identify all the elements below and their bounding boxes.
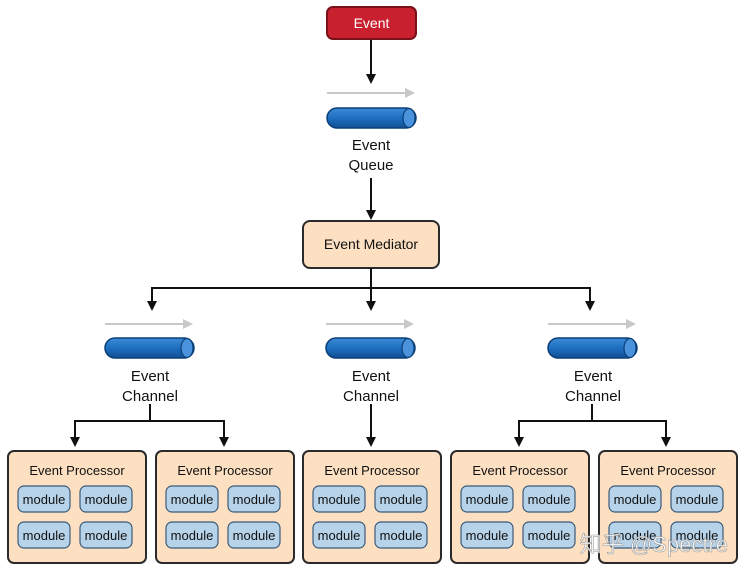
event-queue: Event Queue [326,88,417,174]
module: module [312,485,366,513]
event-processor: Event Processor module module module module [598,450,738,564]
module: module [17,485,71,513]
module-label: module [318,492,361,507]
event-node: Event [326,6,417,40]
module: module [79,485,133,513]
module: module [608,485,662,513]
module-label: module [171,492,214,507]
channel-to-processor-arrows [70,404,671,447]
channel-label-line2: Channel [122,388,178,405]
module-label: module [85,528,128,543]
module: module [227,485,281,513]
module: module [165,485,219,513]
module-label: module [233,528,276,543]
queue-label-line1: Event [352,137,391,154]
module-label: module [23,492,66,507]
channel-label-line2: Channel [343,388,399,405]
module: module [522,485,576,513]
channel-label-line2: Channel [565,388,621,405]
event-processor: Event Processor module module module module [302,450,442,564]
module-label: module [171,528,214,543]
module: module [374,521,428,549]
module: module [608,521,662,549]
module-label: module [85,492,128,507]
module: module [522,521,576,549]
channel-pipe [325,337,416,359]
module: module [670,521,724,549]
channel-label-line1: Event [574,368,613,385]
watermark-text: 知乎 @Spectre [580,532,728,557]
module-label: module [528,492,571,507]
channel-label-line1: Event [131,368,170,385]
module-label: module [614,528,657,543]
module-label: module [380,492,423,507]
event-processor: Event Processor module module module module [155,450,295,564]
module-label: module [466,492,509,507]
channel-pipe [104,337,195,359]
module: module [79,521,133,549]
module: module [312,521,366,549]
module-label: module [676,528,719,543]
module-label: module [380,528,423,543]
processor-title: Event Processor [324,463,420,478]
event-processor: Event Processor module module module module [450,450,590,564]
queue-label-line2: Queue [348,157,393,174]
module-label: module [676,492,719,507]
module: module [374,485,428,513]
module: module [460,521,514,549]
mediator-branch-arrows [147,268,595,311]
module: module [227,521,281,549]
queue-pipe [326,107,417,129]
module-label: module [466,528,509,543]
module-label: module [318,528,361,543]
processor-title: Event Processor [29,463,125,478]
channel-label-line1: Event [352,368,391,385]
processor-title: Event Processor [620,463,716,478]
channel-pipe [547,337,638,359]
module: module [165,521,219,549]
event-mediator-node: Event Mediator [302,220,440,269]
module-label: module [233,492,276,507]
module-label: module [528,528,571,543]
mediator-label: Event Mediator [324,236,418,252]
processor-title: Event Processor [472,463,568,478]
module: module [460,485,514,513]
module: module [670,485,724,513]
module-label: module [23,528,66,543]
processor-title: Event Processor [177,463,273,478]
event-label: Event [354,15,390,31]
module-label: module [614,492,657,507]
event-processor: Event Processor module module module module [7,450,147,564]
module: module [17,521,71,549]
